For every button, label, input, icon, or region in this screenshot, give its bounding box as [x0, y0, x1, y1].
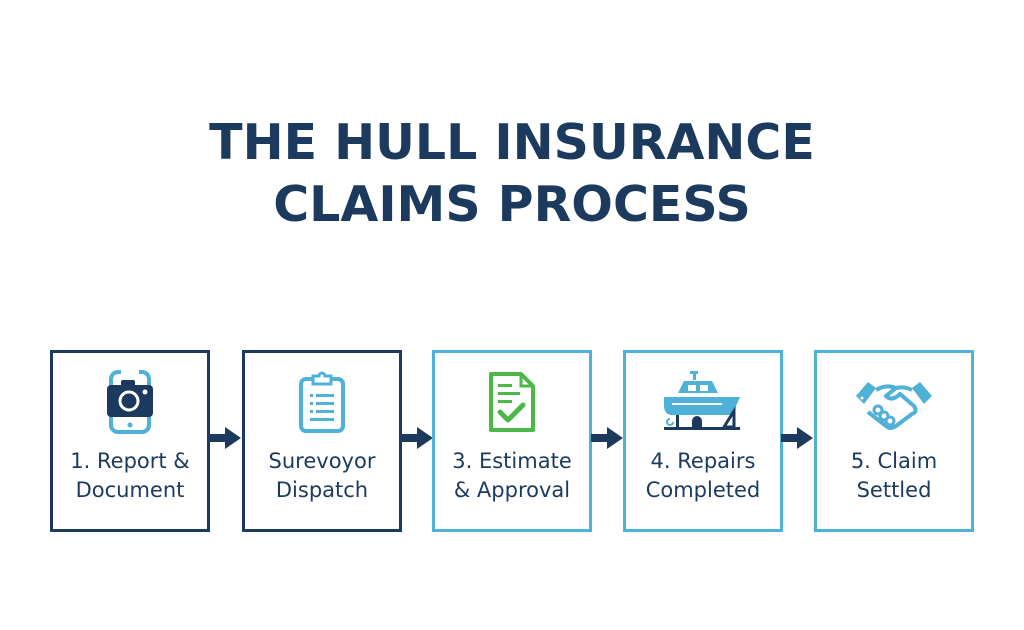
arrow-right-icon [591, 427, 623, 449]
clipboard-icon [245, 367, 399, 437]
page-title: THE HULL INSURANCE CLAIMS PROCESS [0, 112, 1024, 236]
step-label: 1. Report & Document [70, 449, 190, 502]
arrow-right-icon [209, 427, 241, 449]
step-label: Surevoyor Dispatch [268, 449, 376, 502]
arrow-right-icon [401, 427, 433, 449]
step-label: 3. Estimate & Approval [452, 449, 572, 502]
arrow-right-icon [781, 427, 813, 449]
step-surveyor-dispatch: Surevoyor Dispatch [242, 350, 402, 532]
handshake-icon [817, 367, 971, 437]
title-line-2: CLAIMS PROCESS [273, 176, 751, 233]
step-claim-settled: 5. Claim Settled [814, 350, 974, 532]
step-label: 4. Repairs Completed [645, 449, 761, 502]
phone-camera-icon [53, 367, 207, 437]
step-repairs-completed: 4. Repairs Completed [623, 350, 783, 532]
step-estimate-approval: 3. Estimate & Approval [432, 350, 592, 532]
step-label: 5. Claim Settled [850, 449, 938, 502]
document-check-icon [435, 367, 589, 437]
title-line-1: THE HULL INSURANCE [209, 114, 815, 171]
boat-drydock-icon [626, 367, 780, 437]
step-report-document: 1. Report & Document [50, 350, 210, 532]
